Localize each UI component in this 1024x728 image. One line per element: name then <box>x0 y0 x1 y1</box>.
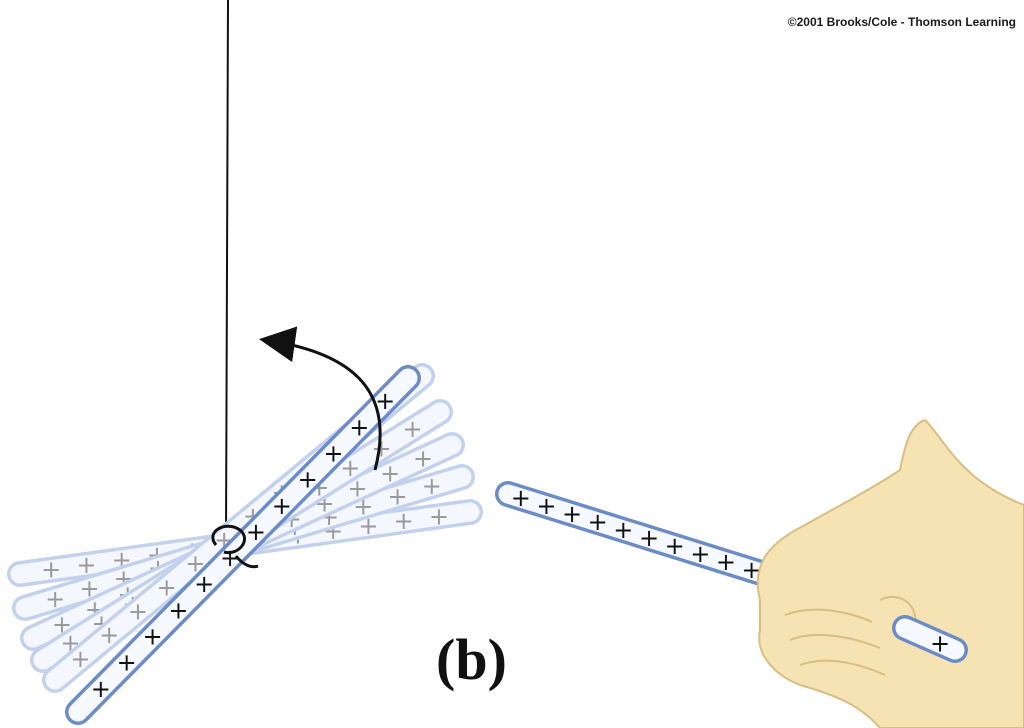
charge-sign: + <box>157 574 177 602</box>
suspension-string <box>225 0 229 537</box>
charge-sign: + <box>402 415 422 443</box>
charge-sign: + <box>349 413 369 441</box>
charge-sign: + <box>323 439 343 467</box>
charge-sign: + <box>613 516 633 544</box>
charge-sign: + <box>91 675 111 703</box>
panel-label: (b) <box>436 627 507 692</box>
copyright-notice: ©2001 Brooks/Cole - Thomson Learning <box>787 15 1016 29</box>
hand-icon <box>756 418 1024 728</box>
charge-sign: + <box>99 621 119 649</box>
charge-sign: + <box>536 492 556 520</box>
charge-sign: + <box>298 466 318 494</box>
charge-sign: + <box>429 502 449 530</box>
charge-sign: + <box>930 629 950 657</box>
string-knot-icon <box>211 524 259 569</box>
charge-sign: + <box>76 551 96 579</box>
charge-sign: + <box>665 532 685 560</box>
hand-rod: +++++++++++ <box>495 481 803 595</box>
charge-sign: + <box>562 500 582 528</box>
charge-sign: + <box>117 649 137 677</box>
charge-sign: + <box>588 508 608 536</box>
charge-sign: + <box>128 597 148 625</box>
charge-sign: + <box>41 556 61 584</box>
charge-sign: + <box>394 507 414 535</box>
hand-held-charged-rod: +++++++++++ <box>495 481 803 595</box>
hand-rod-tip-segment: + <box>892 615 968 663</box>
charge-sign: + <box>168 596 188 624</box>
curved-arrow-icon <box>259 326 382 471</box>
charge-sign: + <box>375 387 395 415</box>
hand-rod-tip: + <box>892 615 968 663</box>
charge-sign: + <box>387 482 407 510</box>
charge-sign: + <box>142 623 162 651</box>
charge-sign: + <box>340 454 360 482</box>
charge-sign: + <box>413 444 433 472</box>
charge-sign: + <box>45 585 65 613</box>
charge-sign: + <box>716 548 736 576</box>
charge-sign: + <box>741 556 761 584</box>
charge-sign: + <box>246 518 266 546</box>
charge-sign: + <box>690 540 710 568</box>
charge-sign: + <box>272 492 292 520</box>
charge-sign: + <box>194 570 214 598</box>
charge-sign: + <box>511 484 531 512</box>
charge-sign: + <box>70 645 90 673</box>
charge-sign: + <box>422 472 442 500</box>
charge-sign: + <box>639 524 659 552</box>
charge-sign: + <box>380 459 400 487</box>
charge-sign: + <box>371 435 391 463</box>
